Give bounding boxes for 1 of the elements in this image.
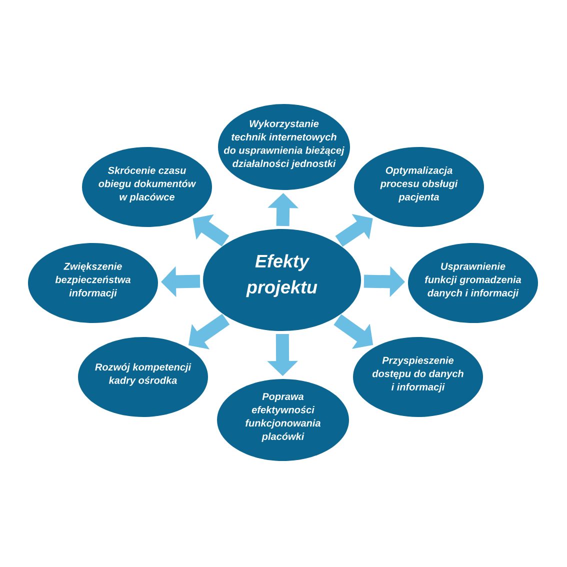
arrow	[335, 214, 373, 247]
